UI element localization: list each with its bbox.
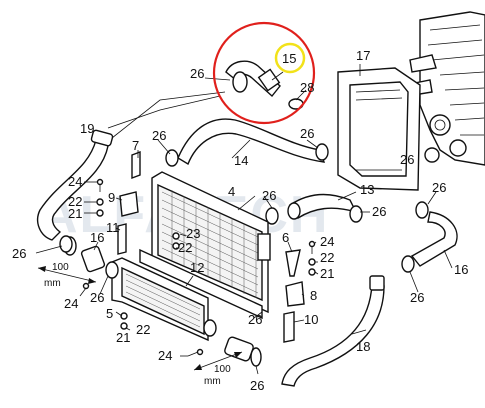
clamp-hose13-end xyxy=(287,202,301,220)
hose-19 xyxy=(36,138,109,241)
highlight-badge xyxy=(274,42,306,74)
callout-21: 21 xyxy=(68,206,82,221)
callout-10: 10 xyxy=(304,312,318,327)
highlight-circle xyxy=(212,21,316,125)
callout-5: 5 xyxy=(106,306,113,321)
callout-22: 22 xyxy=(178,240,192,255)
callout-24: 24 xyxy=(68,174,82,189)
fan-shroud xyxy=(337,67,421,191)
callout-26: 26 xyxy=(410,290,424,305)
leader-lines xyxy=(35,64,453,375)
callout-26: 26 xyxy=(152,128,166,143)
callout-8: 8 xyxy=(310,288,317,303)
callout-17: 17 xyxy=(356,48,370,63)
hose-upper-radiator xyxy=(177,118,326,166)
dimension-bottom-value: 100 xyxy=(214,364,231,375)
dimension-left xyxy=(37,266,97,284)
bracket-6 xyxy=(285,249,301,277)
callout-12: 12 xyxy=(190,260,204,275)
callout-26: 26 xyxy=(372,204,386,219)
callout-26: 26 xyxy=(190,66,204,81)
dimension-left-value: 100 xyxy=(52,262,69,273)
callout-22: 22 xyxy=(136,322,150,337)
hose-bottom-short xyxy=(224,336,262,367)
fasteners xyxy=(79,178,316,357)
callout-26: 26 xyxy=(90,290,104,305)
bracket-10 xyxy=(283,311,295,343)
callout-11: 11 xyxy=(106,220,120,235)
bracket-7 xyxy=(131,150,141,180)
callout-7: 7 xyxy=(132,138,139,153)
dimension-left-unit: mm xyxy=(44,278,61,289)
hose-19-fitting xyxy=(90,129,114,147)
callout-26: 26 xyxy=(432,180,446,195)
bracket-9 xyxy=(119,191,139,217)
callout-16: 16 xyxy=(454,262,468,277)
callout-9: 9 xyxy=(108,190,115,205)
callout-14: 14 xyxy=(234,153,248,168)
hose-18-fitting xyxy=(369,275,385,291)
callout-24: 24 xyxy=(320,234,334,249)
callout-6: 6 xyxy=(282,230,289,245)
callout-24: 24 xyxy=(158,348,172,363)
callout-23: 23 xyxy=(186,226,200,241)
dimension-bottom xyxy=(193,351,243,371)
callout-26: 26 xyxy=(300,126,314,141)
callout-26: 26 xyxy=(262,188,276,203)
callout-18: 18 xyxy=(356,339,370,354)
radiator xyxy=(151,171,271,314)
callout-21: 21 xyxy=(320,266,334,281)
callout-16: 16 xyxy=(90,230,104,245)
bracket-11 xyxy=(117,223,127,255)
callout-28: 28 xyxy=(300,80,314,95)
bracket-8 xyxy=(285,281,305,307)
callout-4: 4 xyxy=(228,184,235,199)
intercooler xyxy=(111,248,263,342)
hose-radiator-to-shroud xyxy=(289,193,358,219)
callout-15: 15 xyxy=(282,51,296,66)
callout-26: 26 xyxy=(12,246,26,261)
callout-26: 26 xyxy=(248,312,262,327)
hose-16-right xyxy=(410,211,458,267)
callout-19: 19 xyxy=(80,121,94,136)
hose-18 xyxy=(281,283,385,387)
callout-26: 26 xyxy=(250,378,264,393)
hose-clamps xyxy=(59,71,429,337)
callout-22: 22 xyxy=(320,250,334,265)
callout-22: 22 xyxy=(68,194,82,209)
callout-13: 13 xyxy=(360,182,374,197)
callout-21: 21 xyxy=(116,330,130,345)
callout-24: 24 xyxy=(64,296,78,311)
dimension-bottom-unit: mm xyxy=(204,376,221,387)
callout-26: 26 xyxy=(400,152,414,167)
